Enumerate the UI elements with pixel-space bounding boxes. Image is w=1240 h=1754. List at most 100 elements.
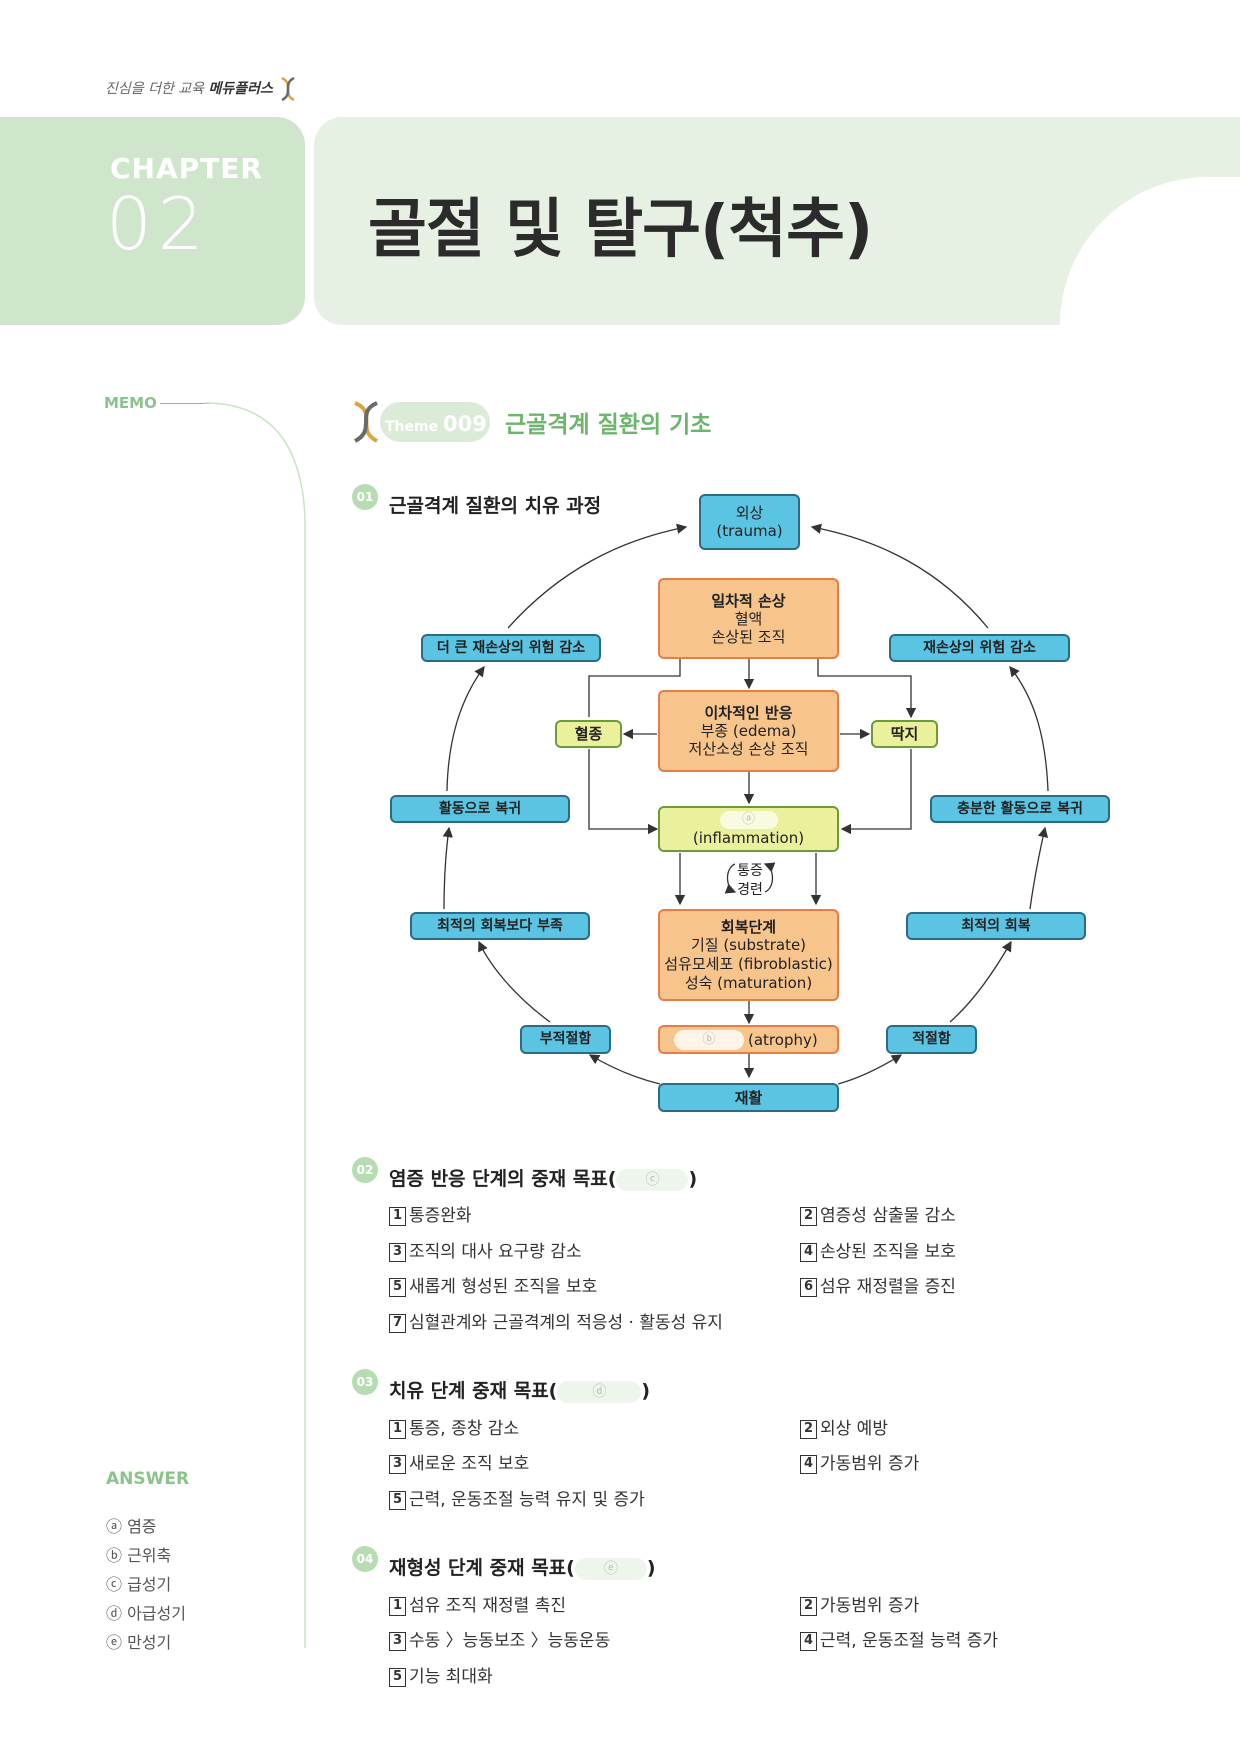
theme-badge: Theme 009 <box>385 412 487 436</box>
memo-label: MEMO <box>104 394 157 412</box>
chapter-number: 02 <box>106 182 210 266</box>
answer-blank-a: ⓐ <box>719 811 778 829</box>
primary-injury-node: 일차적 손상 혈액 손상된 조직 <box>658 578 839 659</box>
recovery-node: 회복단계 기질 (substrate) 섬유모세포 (fibroblastic)… <box>658 909 839 1001</box>
dna-icon <box>353 401 379 443</box>
right-low-node: 최적의 회복 <box>906 912 1086 940</box>
item-text: 섬유 조직 재정렬 촉진 <box>409 1596 566 1616</box>
item-number: 1 <box>389 1419 406 1439</box>
item-number: 2 <box>800 1596 817 1616</box>
item-text: 통증완화 <box>409 1206 472 1226</box>
section-title-text: 염증 반응 단계의 중재 목표( <box>389 1168 617 1190</box>
inflammation-node: ⓐ (inflammation) <box>658 806 839 852</box>
atrophy-label: (atrophy) <box>748 1030 818 1049</box>
appropriate-node: 적절함 <box>886 1025 977 1054</box>
brand-logo: 진심을 더한 교육 메듀플러스 <box>105 76 297 102</box>
recovery-line1: 기질 (substrate) <box>690 936 807 955</box>
pain-spasm-cycle: 통증 경련 <box>730 862 770 900</box>
section-title-text: 재형성 단계 중재 목표( <box>389 1557 575 1579</box>
section-title: 근골격계 질환의 치유 과정 <box>389 495 602 517</box>
item-number: 4 <box>800 1631 817 1651</box>
left-low-node: 최적의 회복보다 부족 <box>410 912 590 940</box>
item-number: 2 <box>800 1206 817 1226</box>
recovery-title: 회복단계 <box>720 917 777 936</box>
answer-e: ⓔ 만성기 <box>106 1633 172 1652</box>
item-number: 3 <box>389 1631 406 1651</box>
item-text: 통증, 종창 감소 <box>409 1419 520 1439</box>
answer-label: ANSWER <box>106 1469 190 1489</box>
item-number: 1 <box>389 1596 406 1616</box>
answer-blank-c: ⓒ <box>616 1168 689 1191</box>
section-title-close: ) <box>688 1168 698 1190</box>
recovery-line2: 섬유모세포 (fibroblastic) <box>664 955 833 973</box>
item-text: 염증성 삼출물 감소 <box>820 1206 956 1226</box>
theme-number: 009 <box>442 412 487 436</box>
item-number: 2 <box>800 1419 817 1439</box>
item-number: 5 <box>389 1490 406 1510</box>
secondary-response-line2: 저산소성 손상 조직 <box>688 740 809 758</box>
rehab-node: 재활 <box>658 1083 839 1112</box>
item-text: 조직의 대사 요구량 감소 <box>409 1242 582 1262</box>
item-text: 가동범위 증가 <box>820 1596 920 1616</box>
answer-blank-e: ⓔ <box>574 1557 647 1580</box>
spasm-label: 경련 <box>737 882 763 898</box>
section-badge: 01 <box>352 484 378 510</box>
title-panel <box>314 117 1240 325</box>
answer-b: ⓑ 근위축 <box>106 1546 172 1565</box>
answer-c: ⓒ 급성기 <box>106 1575 172 1594</box>
item-text: 수동 〉능동보조 〉능동운동 <box>409 1631 611 1651</box>
section-title: 치유 단계 중재 목표(ⓓ) <box>389 1376 650 1403</box>
item-number: 1 <box>389 1206 406 1226</box>
item-text: 근력, 운동조절 능력 유지 및 증가 <box>409 1490 645 1510</box>
pain-label: 통증 <box>737 863 763 879</box>
secondary-response-line1: 부종 (edema) <box>700 722 797 740</box>
memo-border-curve <box>205 402 306 1648</box>
section-title-close: ) <box>641 1380 651 1402</box>
section-badge: 03 <box>352 1369 378 1395</box>
item-number: 4 <box>800 1454 817 1474</box>
item-text: 외상 예방 <box>820 1419 888 1439</box>
answer-blank-b: ⓑ <box>674 1029 744 1050</box>
right-top-node: 재손상의 위험 감소 <box>889 634 1070 662</box>
section-title-close: ) <box>646 1557 656 1579</box>
chapter-panel <box>0 117 305 325</box>
item-text: 심혈관계와 근골격계의 적응성 · 활동성 유지 <box>409 1313 723 1333</box>
item-number: 3 <box>389 1242 406 1262</box>
trauma-label-kr: 외상 <box>735 504 764 522</box>
trauma-node: 외상 (trauma) <box>699 494 800 550</box>
primary-injury-line2: 손상된 조직 <box>711 627 786 646</box>
theme-label: Theme <box>385 419 439 435</box>
section-title: 재형성 단계 중재 목표(ⓔ) <box>389 1553 656 1580</box>
right-mid-node: 충분한 활동으로 복귀 <box>930 795 1110 823</box>
dna-icon <box>281 76 296 102</box>
primary-injury-title: 일차적 손상 <box>711 591 786 610</box>
atrophy-node: ⓑ (atrophy) <box>658 1025 839 1054</box>
answer-blank-d: ⓓ <box>557 1380 642 1403</box>
secondary-response-title: 이차적인 반응 <box>704 704 793 722</box>
section-title: 염증 반응 단계의 중재 목표(ⓒ) <box>389 1164 697 1191</box>
recovery-line3: 성숙 (maturation) <box>684 973 813 992</box>
item-text: 근력, 운동조절 능력 증가 <box>820 1631 999 1651</box>
item-number: 3 <box>389 1454 406 1474</box>
chapter-label: CHAPTER <box>110 152 263 185</box>
item-number: 7 <box>389 1313 406 1333</box>
item-number: 5 <box>389 1277 406 1297</box>
item-number: 5 <box>389 1667 406 1687</box>
theme-pill <box>380 402 490 442</box>
page-title: 골절 및 탈구(척추) <box>368 193 873 267</box>
item-text: 새롭게 형성된 조직을 보호 <box>409 1277 598 1297</box>
item-text: 새로운 조직 보호 <box>409 1454 530 1474</box>
